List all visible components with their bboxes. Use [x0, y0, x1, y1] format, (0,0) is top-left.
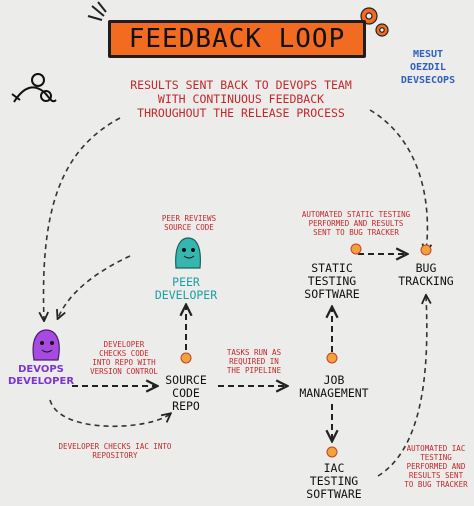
note-line: PERFORMED AND [406, 462, 466, 471]
title-text: FEEDBACK LOOP [128, 24, 346, 54]
node-job-management: JOB MANAGEMENT [286, 374, 382, 400]
note-line: INTO REPO WITH [92, 358, 156, 367]
node-source-code-repo: SOURCE CODE REPO [148, 374, 224, 413]
note-line: TO BUG TRACKER [404, 480, 468, 489]
note-line: SOURCE CODE [164, 223, 214, 232]
note-tasks-run: TASKS RUN AS REQUIRED IN THE PIPELINE [214, 348, 294, 375]
author-tag: MESUT OEZDIL DEVSECOPS [392, 48, 464, 87]
banner-line-1: RESULTS SENT BACK TO DEVOPS TEAM [130, 78, 352, 92]
node-bug-tracking: BUG TRACKING [388, 262, 464, 288]
node-line: DEVOPS [18, 364, 64, 375]
node-line: MANAGEMENT [299, 386, 369, 400]
author-line-2: OEZDIL [409, 62, 447, 73]
note-developer-checks-code: DEVELOPER CHECKS CODE INTO REPO WITH VER… [80, 340, 168, 376]
node-line: TESTING [307, 274, 357, 288]
node-peer-developer: PEER DEVELOPER [136, 276, 236, 302]
note-line: PERFORMED AND RESULTS [308, 219, 404, 228]
node-line: SOURCE [165, 373, 207, 387]
note-line: SENT TO BUG TRACKER [313, 228, 399, 237]
note-peer-reviews: PEER REVIEWS SOURCE CODE [134, 214, 244, 232]
feedback-curve-right [369, 109, 427, 252]
note-line: AUTOMATED STATIC TESTING [301, 210, 411, 219]
node-line: DEVELOPER [154, 288, 218, 302]
node-line: DEVELOPER [7, 376, 75, 387]
note-line: DEVELOPER [103, 340, 145, 349]
note-line: THE PIPELINE [226, 366, 282, 375]
node-line: STATIC [311, 261, 353, 275]
peer-to-devops-curve [58, 255, 131, 318]
feedback-banner: RESULTS SENT BACK TO DEVOPS TEAM WITH CO… [96, 78, 386, 120]
note-static-testing: AUTOMATED STATIC TESTING PERFORMED AND R… [288, 210, 424, 237]
note-line: TASKS RUN AS [226, 348, 282, 357]
note-line: TESTING [420, 453, 452, 462]
devops-mascot-icon [32, 329, 60, 361]
node-devops-developer: DEVOPS DEVELOPER [6, 364, 76, 388]
note-line: REQUIRED IN [229, 357, 279, 366]
banner-line-3: THROUGHOUT THE RELEASE PROCESS [137, 106, 345, 120]
note-line: AUTOMATED IAC [406, 444, 466, 453]
node-line: SOFTWARE [306, 487, 362, 501]
page-title: FEEDBACK LOOP [108, 20, 366, 58]
node-line: JOB [323, 373, 345, 387]
node-line: BUG [415, 261, 437, 275]
node-line: SOFTWARE [304, 287, 360, 301]
note-line: PEER REVIEWS [161, 214, 217, 223]
note-line: RESULTS SENT [408, 471, 464, 480]
sparkle-icon [87, 1, 107, 21]
iac-to-bug-curve [377, 296, 427, 477]
devops-iac-curve [49, 399, 170, 428]
note-line: CHECKS CODE [99, 349, 149, 358]
node-line: CODE [172, 386, 200, 400]
note-line: VERSION CONTROL [90, 367, 158, 376]
node-iac-testing-software: IAC TESTING SOFTWARE [292, 462, 376, 501]
node-line: IAC [323, 461, 345, 475]
peer-mascot-icon [175, 237, 201, 269]
feedback-curve-left [44, 117, 121, 320]
node-line: TESTING [309, 474, 359, 488]
banner-line-2: WITH CONTINUOUS FEEDBACK [157, 92, 325, 106]
node-line: REPO [172, 399, 200, 413]
node-line: PEER [172, 275, 200, 289]
node-line: TRACKING [398, 274, 454, 288]
lightbulb-icon [180, 243, 432, 458]
decor-figure-icon [11, 73, 57, 103]
author-line-3: DEVSECOPS [400, 75, 456, 86]
note-developer-iac: DEVELOPER CHECKS IAC INTO REPOSITORY [40, 442, 190, 460]
node-static-testing-software: STATIC TESTING SOFTWARE [290, 262, 374, 301]
note-line: DEVELOPER CHECKS IAC INTO [58, 442, 172, 451]
note-line: REPOSITORY [92, 451, 138, 460]
author-line-1: MESUT [412, 49, 444, 60]
note-iac-testing: AUTOMATED IAC TESTING PERFORMED AND RESU… [398, 444, 474, 489]
